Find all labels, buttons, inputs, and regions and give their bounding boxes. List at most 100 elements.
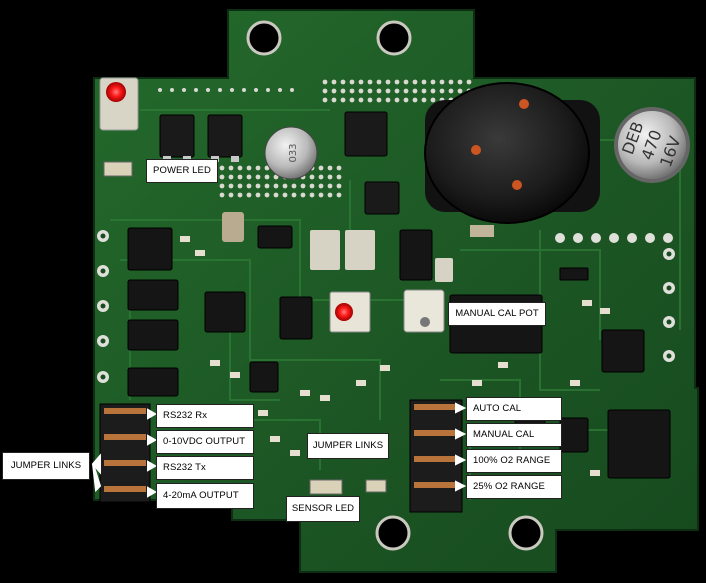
smd-resistor xyxy=(230,372,240,378)
smd-resistor xyxy=(472,380,482,386)
via xyxy=(318,165,324,171)
via xyxy=(219,192,225,198)
smd-resistor xyxy=(258,410,268,416)
via xyxy=(318,183,324,189)
via xyxy=(158,88,162,92)
range-100-label: 100% O2 RANGE xyxy=(466,449,562,473)
smd-resistor xyxy=(582,300,592,306)
via xyxy=(228,165,234,171)
via xyxy=(448,88,454,94)
via xyxy=(309,174,315,180)
power-led-label: POWER LED xyxy=(146,159,218,183)
smd-resistor xyxy=(195,250,205,256)
via xyxy=(331,97,337,103)
via xyxy=(322,79,328,85)
via xyxy=(457,88,463,94)
via xyxy=(254,88,258,92)
via xyxy=(376,79,382,85)
sensor-led-label: SENSOR LED xyxy=(286,496,360,522)
via xyxy=(282,192,288,198)
via xyxy=(457,79,463,85)
via xyxy=(237,192,243,198)
via xyxy=(242,88,246,92)
edge-pads-left xyxy=(97,230,109,383)
via xyxy=(385,79,391,85)
via xyxy=(282,183,288,189)
via xyxy=(358,97,364,103)
smd-resistor xyxy=(290,450,300,456)
via xyxy=(394,97,400,103)
via xyxy=(340,79,346,85)
via xyxy=(228,183,234,189)
via xyxy=(300,192,306,198)
via xyxy=(237,183,243,189)
power-inductor xyxy=(424,82,600,224)
via xyxy=(230,88,234,92)
via xyxy=(336,183,342,189)
via xyxy=(412,79,418,85)
via xyxy=(336,192,342,198)
via xyxy=(403,88,409,94)
smd-resistor xyxy=(600,308,610,314)
svg-text:033: 033 xyxy=(288,143,299,162)
via xyxy=(340,88,346,94)
via xyxy=(309,183,315,189)
smd-resistor xyxy=(320,395,330,401)
via xyxy=(349,88,355,94)
via xyxy=(376,88,382,94)
via-field-top xyxy=(158,79,472,198)
via xyxy=(327,165,333,171)
via xyxy=(273,174,279,180)
smd-diodes-top xyxy=(159,111,400,215)
via xyxy=(309,192,315,198)
via xyxy=(448,79,454,85)
output-0-10vdc-label: 0-10VDC OUTPUT xyxy=(156,430,254,454)
via xyxy=(318,192,324,198)
via xyxy=(466,79,472,85)
via xyxy=(219,174,225,180)
via xyxy=(278,88,282,92)
via xyxy=(358,79,364,85)
jumper-links-center-label: JUMPER LINKS xyxy=(307,433,389,459)
sensor-led-component xyxy=(309,479,387,495)
via xyxy=(421,79,427,85)
via xyxy=(336,174,342,180)
label-arrows xyxy=(91,402,467,498)
smd-resistor xyxy=(498,362,508,368)
via xyxy=(255,174,261,180)
via xyxy=(290,88,294,92)
via xyxy=(367,88,373,94)
via xyxy=(291,183,297,189)
smd-resistor xyxy=(590,470,600,476)
rs232-rx-label: RS232 Rx xyxy=(156,404,254,428)
via xyxy=(394,88,400,94)
via xyxy=(331,79,337,85)
manual-cal-pot-label: MANUAL CAL POT xyxy=(448,302,546,326)
output-4-20ma-label: 4-20mA OUTPUT xyxy=(156,483,254,509)
power-led-component xyxy=(99,77,139,177)
via xyxy=(300,183,306,189)
manual-cal-label: MANUAL CAL xyxy=(466,423,562,447)
via xyxy=(264,183,270,189)
via xyxy=(327,183,333,189)
sensor-led-red xyxy=(335,303,353,321)
via xyxy=(327,192,333,198)
via xyxy=(246,183,252,189)
auto-cal-label: AUTO CAL xyxy=(466,397,562,421)
via xyxy=(246,165,252,171)
via xyxy=(264,192,270,198)
via xyxy=(246,174,252,180)
via xyxy=(255,183,261,189)
via xyxy=(394,79,400,85)
via xyxy=(237,174,243,180)
jumper-header-right xyxy=(409,399,463,513)
via xyxy=(273,183,279,189)
via xyxy=(412,88,418,94)
via xyxy=(237,165,243,171)
via xyxy=(327,174,333,180)
via xyxy=(367,79,373,85)
via xyxy=(430,97,436,103)
via xyxy=(322,97,328,103)
